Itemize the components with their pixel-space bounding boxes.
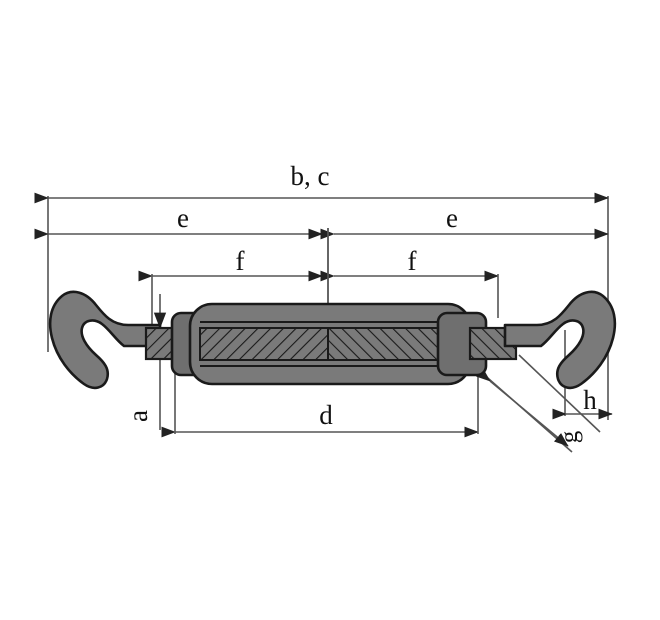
- dim-label-f-left: f: [236, 246, 245, 276]
- turnbuckle-assembly: [48, 290, 617, 390]
- dim-label-g: g: [556, 430, 583, 443]
- dim-label-e-left: e: [177, 203, 189, 233]
- dim-line-g: [475, 368, 569, 447]
- dimension-labels: b, c e e f f d a g h: [123, 161, 597, 443]
- body-shaft-left: [199, 327, 329, 361]
- dim-label-h: h: [583, 385, 597, 415]
- dim-label-bc: b, c: [291, 161, 330, 191]
- dim-label-e-right: e: [446, 203, 458, 233]
- dim-label-d: d: [319, 400, 333, 430]
- left-hook: [48, 290, 162, 390]
- dim-label-f-right: f: [408, 246, 417, 276]
- dim-label-a: a: [123, 410, 153, 422]
- right-hook: [503, 290, 617, 390]
